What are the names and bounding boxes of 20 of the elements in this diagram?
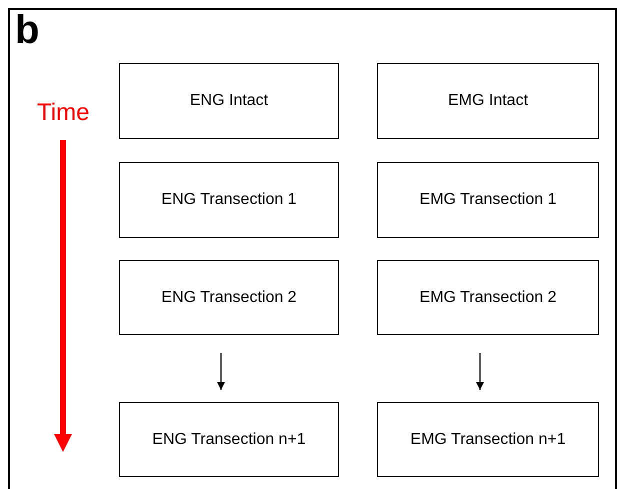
process-box xyxy=(377,162,599,238)
process-box xyxy=(119,260,339,335)
box-label: EMG Intact xyxy=(448,92,528,110)
process-box xyxy=(119,402,339,477)
box-label: EMG Transection n+1 xyxy=(410,430,566,448)
box-label: ENG Transection 1 xyxy=(161,191,297,209)
box-label: EMG Transection 1 xyxy=(420,191,556,209)
process-box xyxy=(119,63,339,139)
process-box xyxy=(377,63,599,139)
process-box xyxy=(119,162,339,238)
process-box xyxy=(377,260,599,335)
process-box xyxy=(377,402,599,477)
box-label: ENG Transection n+1 xyxy=(152,430,306,448)
box-label: ENG Intact xyxy=(190,92,268,110)
arrow xyxy=(476,353,484,390)
axis-title: Time xyxy=(37,101,90,125)
panel-letter: b xyxy=(15,10,40,50)
box-label: ENG Transection 2 xyxy=(161,288,297,306)
arrow xyxy=(217,353,225,390)
box-label: EMG Transection 2 xyxy=(420,288,556,306)
